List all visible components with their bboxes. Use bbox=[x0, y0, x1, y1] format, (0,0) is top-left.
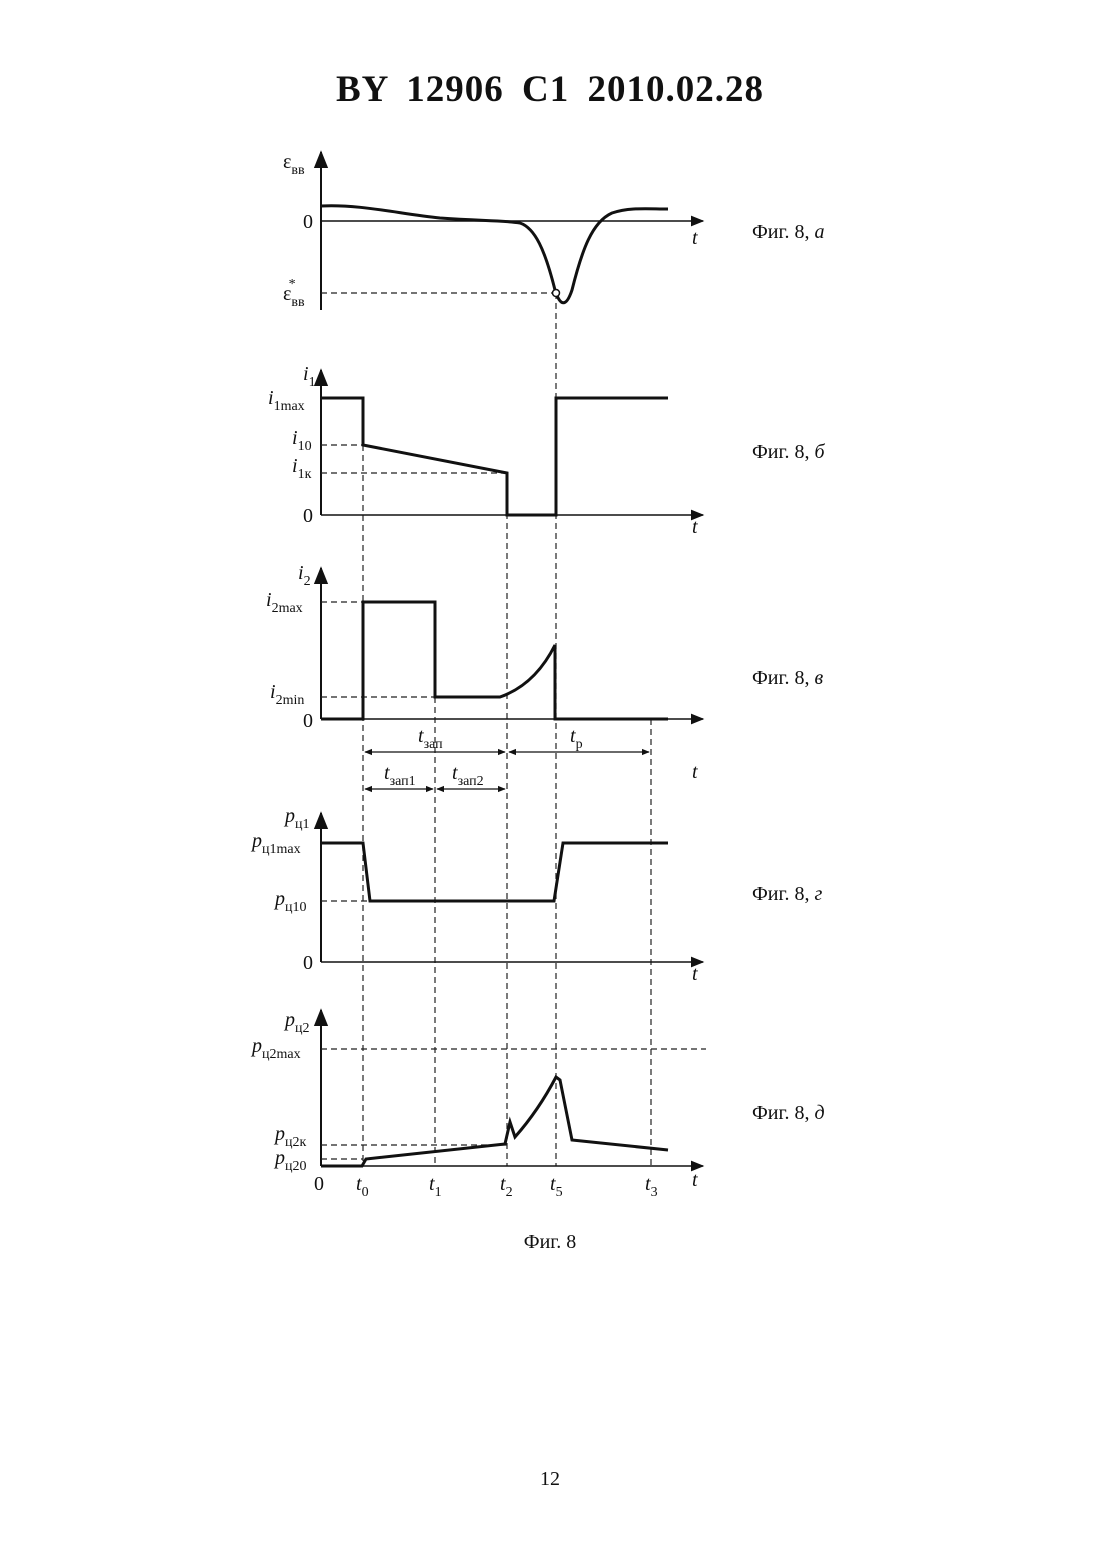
panel-c-curve bbox=[321, 602, 668, 719]
panel-d: pц1 pц1max pц10 0 t Фиг. 8, г bbox=[250, 805, 822, 985]
panel-b: i1 i1max i10 i1к 0 t Фиг. 8, б bbox=[268, 363, 825, 538]
panel-b-zero: 0 bbox=[303, 505, 313, 527]
panel-a: εвв 0 εвв* t Фиг. 8, а bbox=[283, 151, 824, 310]
panel-e-pk-label: pц2к bbox=[273, 1123, 306, 1150]
panel-a-y-label: εвв bbox=[283, 151, 305, 178]
panel-d-curve bbox=[321, 843, 668, 901]
panel-a-zero: 0 bbox=[303, 211, 313, 233]
panel-c-caption: Фиг. 8, в bbox=[752, 667, 823, 689]
panel-a-caption: Фиг. 8, а bbox=[752, 221, 824, 243]
panel-c-zero: 0 bbox=[303, 710, 313, 732]
panel-b-curve bbox=[321, 398, 668, 515]
panel-e-y-label: pц2 bbox=[283, 1009, 310, 1036]
panel-a-marker bbox=[553, 290, 560, 297]
panel-d-zero: 0 bbox=[303, 952, 313, 974]
panel-e-caption: Фиг. 8, д bbox=[752, 1102, 825, 1124]
panel-d-y-label: pц1 bbox=[283, 805, 310, 832]
time-reference-lines bbox=[363, 293, 651, 1166]
figure-caption: Фиг. 8 bbox=[524, 1231, 576, 1253]
panel-c: i2 i2max i2min 0 Фиг. 8, в tзап tр tзап1… bbox=[266, 562, 823, 789]
page-number: 12 bbox=[0, 1468, 1100, 1491]
panel-d-t-label: t bbox=[692, 963, 698, 985]
tzap2-label: tзап2 bbox=[452, 762, 484, 789]
panel-a-t-label: t bbox=[692, 227, 698, 249]
panel-a-level-label: εвв* bbox=[283, 277, 305, 310]
panel-b-y-label: i1 bbox=[303, 363, 316, 390]
panel-c-max-label: i2max bbox=[266, 589, 303, 616]
tzap-label: tзап bbox=[418, 725, 443, 752]
panel-d-p10-label: pц10 bbox=[273, 888, 307, 915]
tick-label-t0: t0 bbox=[356, 1173, 369, 1200]
tick-label-t2: t2 bbox=[500, 1173, 513, 1200]
tick-label-t5: t5 bbox=[550, 1173, 563, 1200]
tp-label: tр bbox=[570, 725, 583, 752]
tick-label-t3: t3 bbox=[645, 1173, 658, 1200]
panel-c-t-label: t bbox=[692, 761, 698, 783]
tick-label-0: 0 bbox=[314, 1173, 324, 1195]
panel-e: pц2 pц2max pц2к pц20 t Фиг. 8, д 0 t0 t1… bbox=[250, 1009, 825, 1200]
panel-b-i1k-label: i1к bbox=[292, 455, 312, 482]
panel-c-min-label: i2min bbox=[270, 681, 304, 708]
panel-e-max-label: pц2max bbox=[250, 1035, 301, 1062]
panel-e-curve bbox=[321, 1077, 668, 1166]
panel-b-i10-label: i10 bbox=[292, 427, 312, 454]
panel-e-p20-label: pц20 bbox=[273, 1147, 307, 1174]
panel-d-max-label: pц1max bbox=[250, 830, 301, 857]
panel-b-t-label: t bbox=[692, 516, 698, 538]
tick-label-t1: t1 bbox=[429, 1173, 442, 1200]
panel-d-caption: Фиг. 8, г bbox=[752, 883, 822, 905]
panel-b-max-label: i1max bbox=[268, 387, 305, 414]
tzap1-label: tзап1 bbox=[384, 762, 416, 789]
panel-e-t-label: t bbox=[692, 1169, 698, 1191]
panel-b-caption: Фиг. 8, б bbox=[752, 441, 825, 463]
panel-c-y-label: i2 bbox=[298, 562, 311, 589]
